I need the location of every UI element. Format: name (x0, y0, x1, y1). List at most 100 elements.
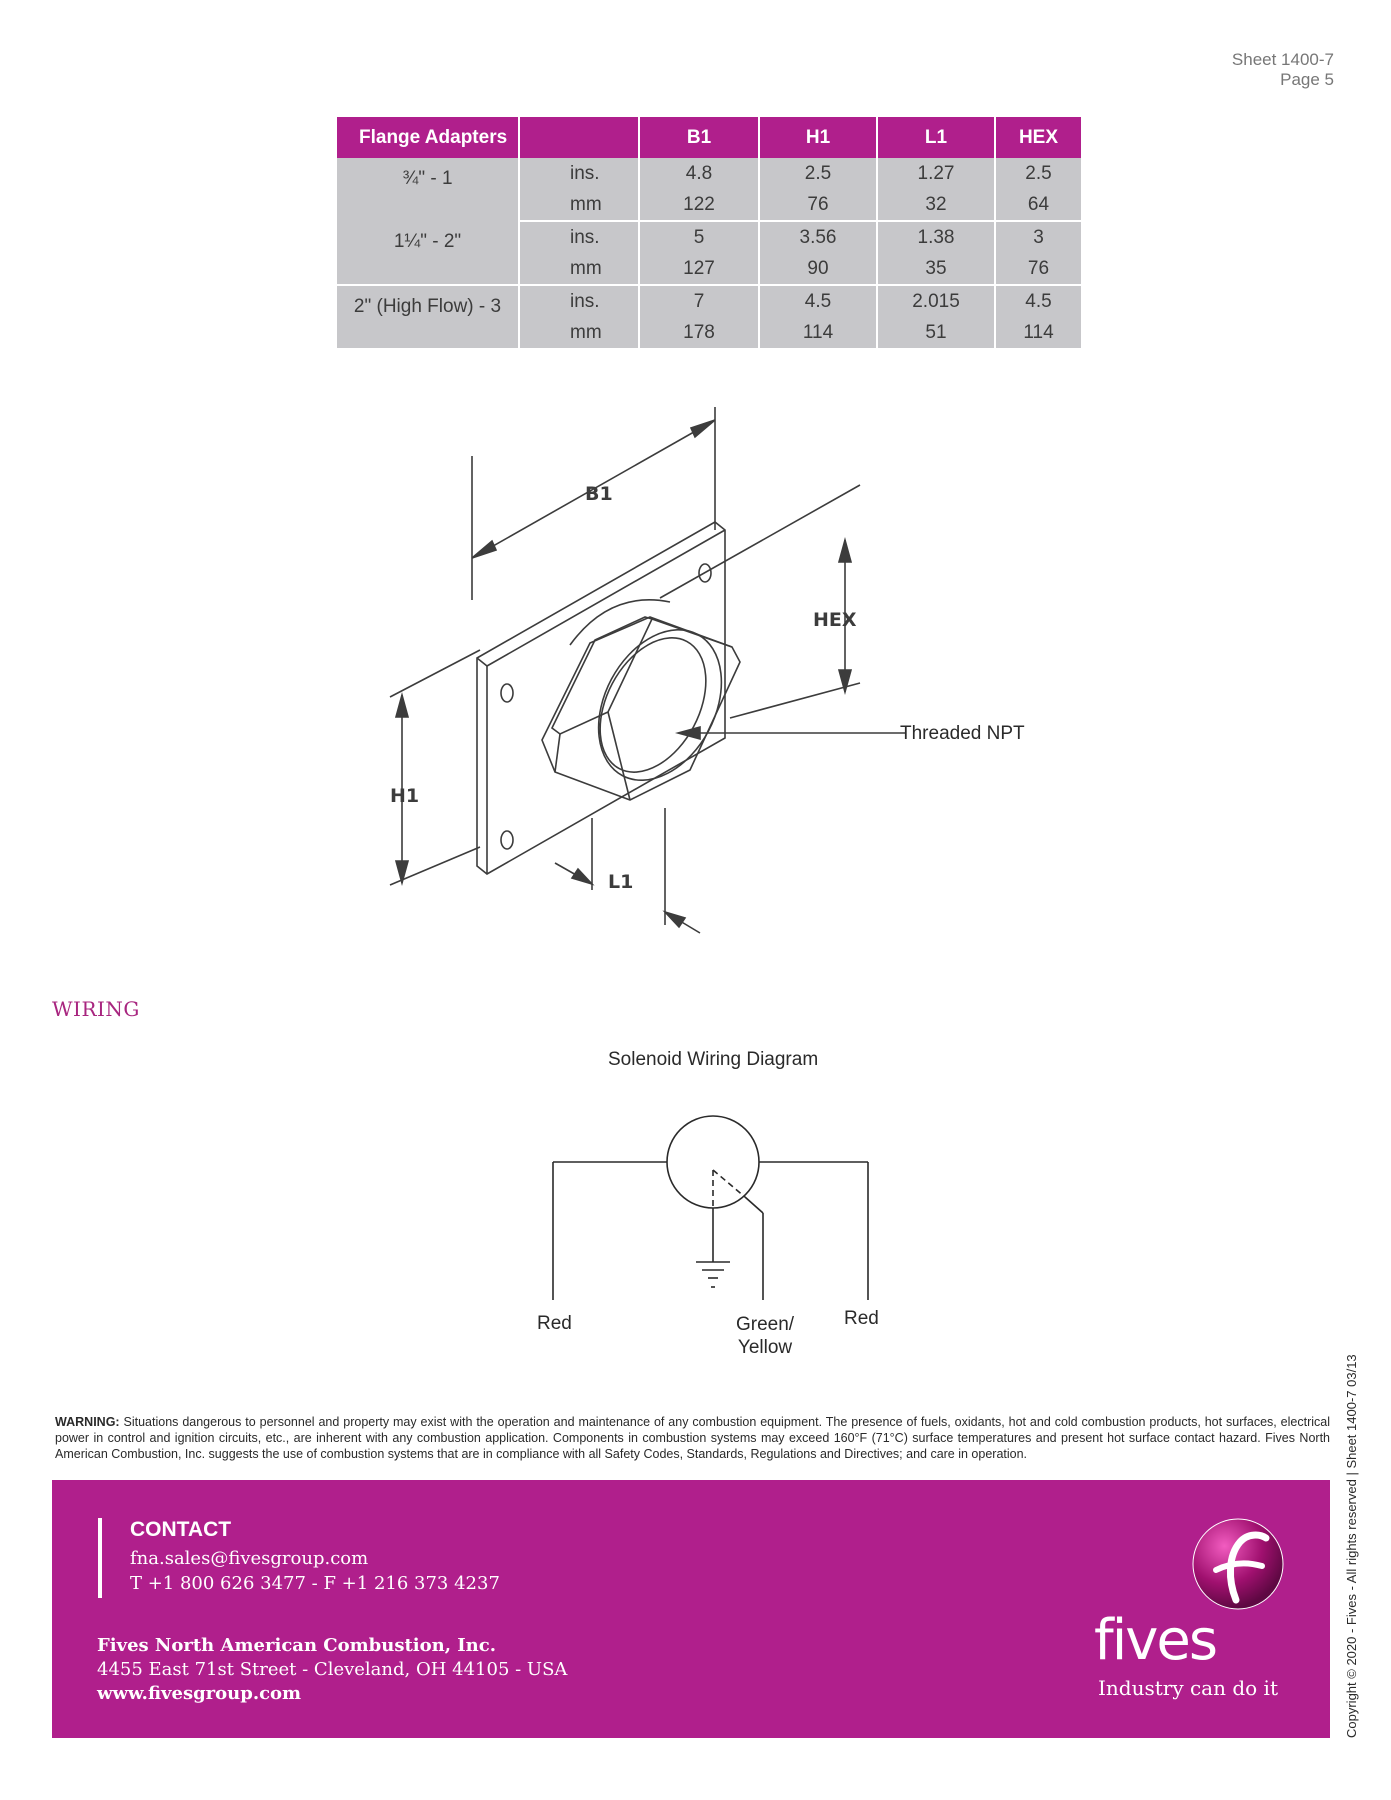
contact-email[interactable]: fna.sales@fivesgroup.com (130, 1548, 369, 1569)
green-yellow-wire-diagonal (744, 1196, 764, 1214)
sheet-number: Sheet 1400-7 (1231, 50, 1334, 69)
h1-arrow-bottom (394, 860, 410, 887)
hex-cell: 2.5 (995, 158, 1081, 189)
unit-cell: ins. (519, 221, 640, 253)
h1-arrow-top (394, 691, 410, 718)
unit-cell: mm (519, 189, 640, 222)
h1-label: H1 (390, 785, 419, 807)
company-address: 4455 East 71st Street - Cleveland, OH 44… (97, 1659, 568, 1680)
l1-cell: 51 (877, 317, 996, 348)
table-row: mm 178 114 51 114 (337, 317, 1081, 348)
bolt-hole-bottom-left (500, 830, 514, 850)
b1-label: B1 (585, 483, 613, 505)
b1-arrow-right (689, 419, 716, 439)
h1-cell: 114 (759, 317, 878, 348)
hex-cell: 114 (995, 317, 1081, 348)
warning-label: WARNING: (55, 1415, 120, 1429)
h1-cell: 90 (759, 253, 878, 286)
h1-cell: 3.56 (759, 221, 878, 253)
fives-logo-icon (1192, 1518, 1284, 1610)
hex-cell: 76 (995, 253, 1081, 286)
hex-nut-side (550, 616, 654, 735)
bore-inner (599, 637, 707, 773)
hex-cell: 4.5 (995, 285, 1081, 317)
size-cell: 2" (High Flow) - 3 (337, 285, 520, 348)
l1-cell: 1.38 (877, 221, 996, 253)
h1-cell: 4.5 (759, 285, 878, 317)
table-row: mm 122 76 32 64 (337, 189, 1081, 222)
company-website[interactable]: www.fivesgroup.com (97, 1683, 302, 1704)
b1-cell: 178 (639, 317, 760, 348)
hex-cell: 64 (995, 189, 1081, 222)
b1-cell: 4.8 (639, 158, 760, 189)
l1-cell: 1.27 (877, 158, 996, 189)
fives-tagline: Industry can do it (1098, 1676, 1278, 1700)
flange-adapter-drawing: B1 HEX H1 L1 (389, 407, 905, 934)
bolt-hole-top-right (698, 563, 712, 583)
header-unit (519, 117, 640, 158)
l1-label: L1 (608, 871, 633, 893)
hex-nut-bottom-edge (554, 733, 561, 773)
fives-logo-wordmark: fives (1094, 1608, 1218, 1673)
ground-wire-label-line2: Yellow (737, 1337, 793, 1358)
hex-nut-edge (607, 711, 631, 801)
npt-arrow (674, 725, 701, 741)
contact-accent-bar (98, 1518, 102, 1598)
hex-nut-top-edge (651, 618, 733, 648)
ground-dashed-diagonal (712, 1169, 746, 1198)
l1-arrow-left (570, 867, 595, 886)
table-row: 2" (High Flow) - 3 ins. 7 4.5 2.015 4.5 (337, 285, 1081, 348)
bore-outer (597, 628, 723, 782)
table-row: mm 127 90 35 76 (337, 253, 1081, 286)
unit-cell: ins. (519, 285, 640, 317)
size-cell: ¾" - 1 (337, 158, 520, 221)
warning-text: Situations dangerous to personnel and pr… (55, 1415, 1330, 1461)
ground-wire-label: Green/ Yellow (736, 1313, 794, 1359)
flange-plate-outline (476, 521, 726, 875)
unit-cell: mm (519, 317, 640, 348)
ground-wire-label-line1: Green/ (736, 1314, 795, 1335)
b1-cell: 127 (639, 253, 760, 286)
header-hex: HEX (995, 117, 1081, 158)
hex-extension-top (659, 484, 861, 599)
l1-cell: 35 (877, 253, 996, 286)
hex-cell: 3 (995, 221, 1081, 253)
unit-cell: mm (519, 253, 640, 286)
hex-arrow-top (837, 536, 853, 563)
size-cell: 1¼" - 2" (337, 221, 520, 286)
hex-nut-outline (541, 616, 741, 801)
hex-extension-bottom (729, 682, 861, 719)
boss-outline (569, 599, 671, 646)
page-number: Page 5 (1280, 70, 1334, 89)
b1-arrow-left (471, 539, 498, 559)
contact-phone: T +1 800 626 3477 - F +1 216 373 4237 (130, 1573, 500, 1594)
l1-cell: 32 (877, 189, 996, 222)
h1-extension-bottom (389, 846, 481, 886)
header-h1: H1 (759, 117, 878, 158)
table-row: 1¼" - 2" ins. 5 3.56 1.38 3 (337, 221, 1081, 286)
b1-cell: 122 (639, 189, 760, 222)
flange-plate-edge (486, 529, 726, 874)
h1-cell: 2.5 (759, 158, 878, 189)
table-header-row: Flange Adapters B1 H1 L1 HEX (337, 117, 1081, 158)
l1-cell: 2.015 (877, 285, 996, 317)
b1-cell: 7 (639, 285, 760, 317)
flange-adapters-table: Flange Adapters B1 H1 L1 HEX ¾" - 1 ins.… (337, 117, 1081, 348)
header-flange-adapters: Flange Adapters (337, 117, 520, 158)
footer-banner: CONTACT fna.sales@fivesgroup.com T +1 80… (52, 1480, 1330, 1738)
b1-cell: 5 (639, 221, 760, 253)
threaded-npt-label: Threaded NPT (900, 723, 1025, 744)
contact-title: CONTACT (130, 1518, 232, 1541)
header-b1: B1 (639, 117, 760, 158)
flange-plate-corner (476, 657, 488, 667)
left-wire-label: Red (537, 1313, 572, 1334)
hex-arrow-bottom (837, 669, 853, 696)
safety-warning: WARNING: Situations dangerous to personn… (55, 1414, 1330, 1462)
wiring-section-title: WIRING (52, 997, 140, 1021)
solenoid-wiring-diagram (552, 1115, 869, 1300)
wiring-diagram-title: Solenoid Wiring Diagram (608, 1049, 819, 1070)
sheet-info: Sheet 1400-7 Page 5 (1232, 50, 1334, 90)
company-name: Fives North American Combustion, Inc. (97, 1635, 496, 1656)
l1-arrow-right (662, 910, 687, 929)
header-l1: L1 (877, 117, 996, 158)
